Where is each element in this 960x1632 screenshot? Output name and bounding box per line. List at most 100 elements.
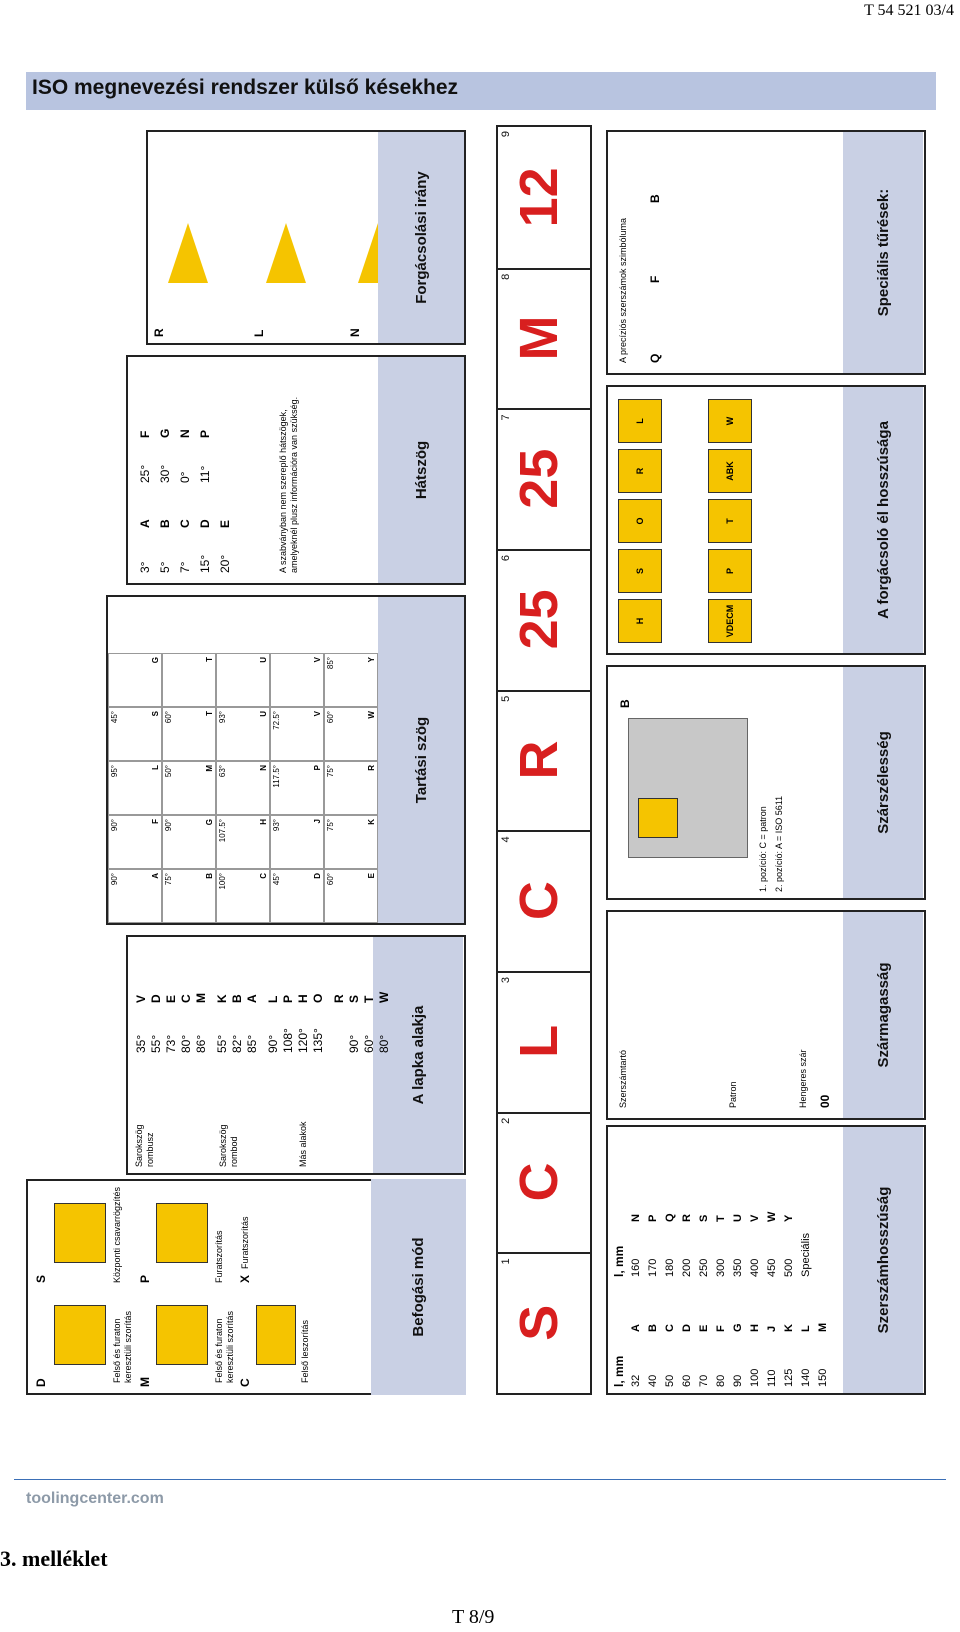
relief-angle: 0° (178, 471, 192, 483)
length-code (800, 1167, 812, 1222)
special-note: A precíziós szerszámok szimbóluma (618, 217, 628, 363)
rotated-chart: D Felső és furaton keresztüli szorítás S… (26, 125, 932, 1395)
annex-label: 3. melléklet (0, 1546, 108, 1571)
heading-direction: Forgácsolási irány (378, 132, 464, 343)
holding-angle-code: F (151, 819, 160, 824)
rhombic-row: 80°C (179, 953, 193, 1053)
length-value: 450 (766, 1258, 778, 1277)
holding-angle-value: 117.5° (272, 765, 281, 788)
holding-angle-cell: 45°D (270, 869, 324, 923)
clamp-code-m: M (138, 1377, 152, 1387)
edge-shape: S (618, 549, 662, 593)
rhomboid-row: 82°B (230, 953, 244, 1053)
shape-angle: 55° (149, 1034, 163, 1053)
clamp-s-text: Központi csavarrögzítés (112, 1186, 122, 1283)
holding-angle-code: T (205, 711, 214, 716)
position-number: 6 (500, 555, 512, 562)
position-number: 7 (500, 414, 512, 421)
shank-patron-label: Patron (728, 1081, 738, 1108)
relief-angle: 7° (178, 561, 192, 573)
code-letter: M (509, 315, 569, 361)
length-value: 200 (681, 1258, 693, 1277)
regular-row: 120°H (296, 953, 310, 1053)
holding-angle-code: M (205, 765, 214, 772)
holding-angle-value: 85° (326, 657, 335, 670)
length-code: N (630, 1214, 642, 1222)
shape-angle: 108° (281, 1028, 295, 1053)
shape-angle: 120° (296, 1028, 310, 1053)
code-letter: 25 (509, 448, 569, 509)
length-code: K (783, 1324, 795, 1332)
clamp-p-text: Furatszorítás (214, 1230, 224, 1283)
holding-angle-cell: 75°K (324, 815, 378, 869)
length-value: 90 (732, 1374, 744, 1387)
holding-angle-code: A (151, 873, 160, 879)
clamp-d-icon (54, 1305, 106, 1365)
length-value: 125 (783, 1368, 795, 1387)
holding-angle-value: 45° (110, 711, 119, 724)
footer-rule (14, 1479, 946, 1480)
shape-angle: 135° (311, 1028, 325, 1053)
heading-tool-length: Szerszámhosszúság (843, 1127, 923, 1393)
holding-angle-code: V (313, 657, 322, 663)
length-value: 32 (630, 1374, 642, 1387)
heading-holding-angle: Tartási szög (378, 597, 464, 923)
shape-code: C (179, 994, 193, 1003)
holding-angle-value: 72.5° (272, 711, 281, 730)
other-row: 60°T (362, 953, 376, 1053)
other-row: R (332, 953, 346, 1053)
holding-angle-value: 63° (218, 765, 227, 778)
code-letter: L (509, 1024, 569, 1058)
edge-shape: P (708, 549, 752, 593)
shank-width-insert (638, 798, 678, 838)
length-code: A (630, 1324, 642, 1332)
length-code: E (698, 1324, 710, 1332)
direction-r: R (152, 328, 166, 337)
holding-angle-cell: 75°B (162, 869, 216, 923)
holding-angle-cell: 75°R (324, 761, 378, 815)
holding-angle-code: U (259, 657, 268, 663)
shape-code: S (347, 994, 361, 1003)
clamp-code-x: X (238, 1274, 252, 1283)
length-code: Q (664, 1213, 676, 1222)
special-code-f: F (648, 275, 662, 283)
regular-row: 135°O (311, 953, 325, 1053)
length-value: Speciális (800, 1232, 812, 1277)
holding-angle-code: E (367, 873, 376, 879)
edge-shape: ABK (708, 449, 752, 493)
relief-note: A szabványban nem szereplő hátszögek, am… (278, 396, 299, 573)
direction-n: N (348, 328, 362, 337)
clamp-m-text: Felső és furaton keresztüli szorítás (214, 1310, 235, 1383)
edge-shape: T (708, 499, 752, 543)
holding-angle-cell: 90°A (108, 869, 162, 923)
holding-angle-value: 50° (164, 765, 173, 778)
code-letter: C (509, 1162, 569, 1202)
heading-special-tools: Speciális tűrések: (843, 132, 923, 373)
clamp-d-text: Felső és furaton keresztüli szorítás (112, 1310, 133, 1383)
relief-angle: 5° (158, 561, 172, 573)
edge-shape: W (708, 399, 752, 443)
shape-angle: 55° (215, 1034, 229, 1053)
holding-angle-code: V (313, 711, 322, 717)
position-number: 4 (500, 836, 512, 843)
holding-angle-cell: 45°S (108, 707, 162, 761)
shape-angle (332, 1003, 346, 1053)
length-code: G (732, 1323, 744, 1332)
holding-angle-cell: 60°E (324, 869, 378, 923)
length-code: S (698, 1214, 710, 1222)
other-row: 90°S (347, 953, 361, 1053)
holding-angle-cell: 90°G (162, 815, 216, 869)
shape-code: M (194, 993, 208, 1003)
relief-code: P (198, 429, 212, 438)
edge-shape: O (618, 499, 662, 543)
